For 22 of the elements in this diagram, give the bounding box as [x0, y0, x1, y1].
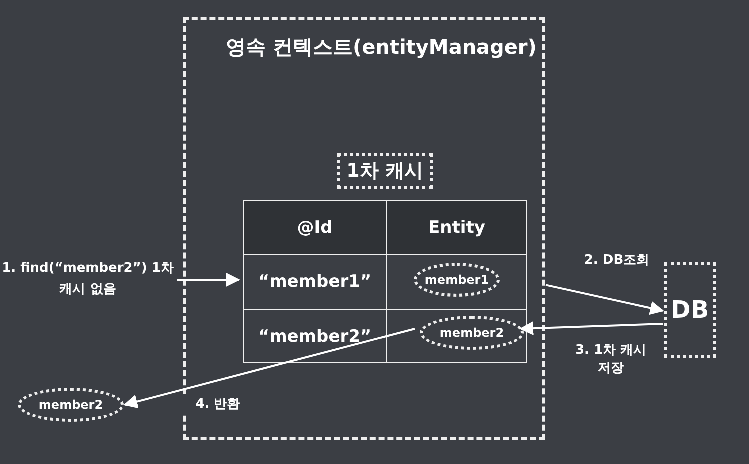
arrow — [177, 272, 240, 287]
arrow — [546, 284, 664, 316]
cache-title-box — [337, 153, 433, 189]
entity-label: member2 — [38, 398, 104, 412]
arrow — [124, 328, 416, 409]
table-cell: “member2” — [258, 326, 372, 346]
database-box — [664, 262, 716, 358]
cache-table — [243, 200, 527, 363]
table-cell: “member1” — [258, 272, 372, 292]
context-frame — [183, 17, 545, 440]
database-label: DB — [670, 296, 710, 324]
context-title: 영속 컨텍스트(entityManager) — [226, 34, 538, 61]
column-header: Entity — [428, 218, 486, 238]
entity-label: member1 — [424, 273, 490, 287]
column-header: @Id — [297, 218, 333, 238]
entity-ellipse — [414, 263, 500, 297]
arrow — [520, 322, 664, 336]
entity-ellipse — [18, 388, 124, 422]
request-text: 1. find(“member2”) 1차 캐시 없음 — [0, 258, 176, 302]
entity-ellipse — [420, 316, 524, 350]
entity-label: member2 — [438, 326, 506, 340]
cache-title: 1차 캐시 — [346, 159, 424, 184]
